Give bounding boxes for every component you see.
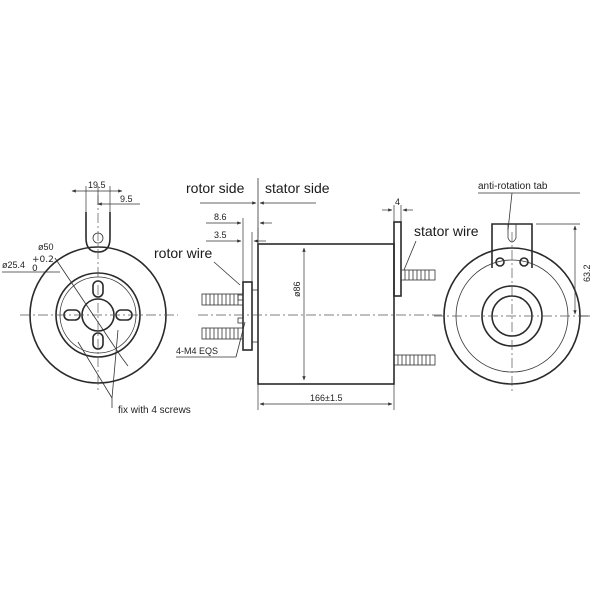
rotor-wires-lower bbox=[201, 327, 244, 340]
label-fix-screws: fix with 4 screws bbox=[118, 405, 191, 416]
dim-bore-tol-lower: 0 bbox=[32, 264, 38, 274]
label-screw-spec: 4-M4 EQS bbox=[176, 346, 218, 356]
dim-tab-thickness: 4 bbox=[395, 197, 400, 207]
dim-flange-thickness: 3.5 bbox=[214, 230, 227, 240]
dim-bore-dia: ø25.4 bbox=[2, 260, 25, 270]
slip-ring-body bbox=[257, 243, 395, 385]
label-stator-side: stator side bbox=[265, 180, 330, 196]
rotor-wires-upper bbox=[201, 293, 244, 306]
rotor-flange bbox=[242, 281, 253, 351]
dim-tab-height: 63.2 bbox=[582, 264, 592, 282]
label-anti-rotation-tab: anti-rotation tab bbox=[478, 181, 548, 192]
label-stator-wire: stator wire bbox=[414, 223, 479, 239]
dim-flange-dia: ø50 bbox=[38, 242, 54, 252]
dim-tab-offset: 9.5 bbox=[120, 194, 133, 204]
stator-tab-outline bbox=[491, 223, 533, 268]
stator-end-view: 63.2 anti-rotation tab bbox=[434, 181, 592, 392]
dim-body-length: 166±1.5 bbox=[310, 393, 342, 403]
side-view-dimensions: rotor side stator side 8.6 3.5 rotor wir… bbox=[154, 178, 479, 410]
stator-wires-lower bbox=[393, 354, 436, 366]
rotor-end-dimensions: 19.5 9.5 ø50 ø25.4 +0.2 0 fix with 4 scr… bbox=[2, 180, 191, 416]
side-view bbox=[198, 221, 445, 385]
label-rotor-wire: rotor wire bbox=[154, 245, 213, 261]
stator-wires-upper bbox=[400, 269, 436, 281]
dim-bore-tol-upper: +0.2 bbox=[32, 255, 54, 265]
dim-flange-to-face: 8.6 bbox=[214, 212, 227, 222]
label-rotor-side: rotor side bbox=[186, 180, 245, 196]
rotor-end-view bbox=[20, 195, 178, 408]
dim-body-dia: ø86 bbox=[292, 281, 302, 297]
dim-tab-width: 19.5 bbox=[88, 180, 106, 190]
stator-tab bbox=[393, 221, 402, 297]
